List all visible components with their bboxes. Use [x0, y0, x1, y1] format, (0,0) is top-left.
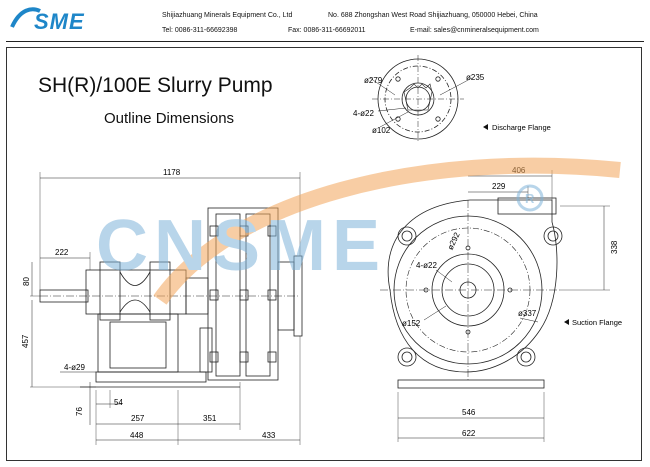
- logo-text: SME: [34, 9, 85, 34]
- watermark-text: CNSME: [96, 206, 386, 286]
- dim-448: 448: [130, 431, 144, 440]
- company-logo: SME: [10, 5, 114, 34]
- dim-discharge-holes: 4-ø22: [353, 109, 374, 118]
- dim-292: ø292: [446, 230, 462, 251]
- dim-152: ø152: [402, 319, 421, 328]
- dim-discharge-bore: ø102: [372, 126, 391, 135]
- dim-foot-holes: 4-ø29: [64, 363, 85, 372]
- dim-discharge-bolt-circle: ø235: [466, 73, 485, 82]
- letterhead: SME Shijiazhuang Minerals Equipment Co.,…: [0, 0, 650, 42]
- company-name: Shijiazhuang Minerals Equipment Co., Ltd: [162, 12, 293, 19]
- discharge-arrow-icon: [483, 124, 488, 130]
- dim-622: 622: [462, 429, 476, 438]
- drawing-frame: [6, 47, 642, 461]
- dim-overall-length: 1178: [163, 168, 181, 177]
- dim-229: 229: [492, 182, 506, 191]
- dim-351: 351: [203, 414, 217, 423]
- dim-foot-height: 76: [75, 407, 84, 416]
- drawing-subtitle: Outline Dimensions: [104, 110, 235, 127]
- company-fax: Fax: 0086-311-66692011: [288, 27, 366, 34]
- company-email: E-mail: sales@cnmineralsequipment.com: [410, 27, 539, 34]
- logo-swoosh-icon: [10, 7, 41, 28]
- dim-546: 546: [462, 408, 476, 417]
- company-address: No. 688 Zhongshan West Road Shijiazhuang…: [328, 12, 538, 19]
- suction-flange-label: Suction Flange: [572, 318, 622, 327]
- dim-front-holes: 4-ø22: [416, 261, 437, 270]
- side-elevation-view: [30, 172, 303, 445]
- dim-discharge-outer: ø279: [364, 76, 383, 85]
- dim-height: 457: [21, 334, 30, 348]
- dim-shaft-height: 80: [22, 277, 31, 286]
- suction-arrow-icon: [564, 319, 569, 325]
- dim-433: 433: [262, 431, 276, 440]
- watermark: CNSME R: [96, 157, 621, 305]
- dim-337: ø337: [518, 309, 537, 318]
- dim-338: 338: [610, 240, 619, 254]
- front-elevation-view: [380, 170, 610, 442]
- discharge-flange-label: Discharge Flange: [492, 123, 551, 132]
- discharge-flange-view: [369, 55, 473, 143]
- dim-54: 54: [114, 398, 123, 407]
- svg-text:R: R: [525, 191, 535, 206]
- company-tel: Tel: 0086-311-66692398: [162, 27, 238, 34]
- dim-shaft-length: 222: [55, 248, 69, 257]
- dim-257: 257: [131, 414, 145, 423]
- drawing-title: SH(R)/100E Slurry Pump: [38, 74, 273, 97]
- header-rule: [6, 41, 644, 42]
